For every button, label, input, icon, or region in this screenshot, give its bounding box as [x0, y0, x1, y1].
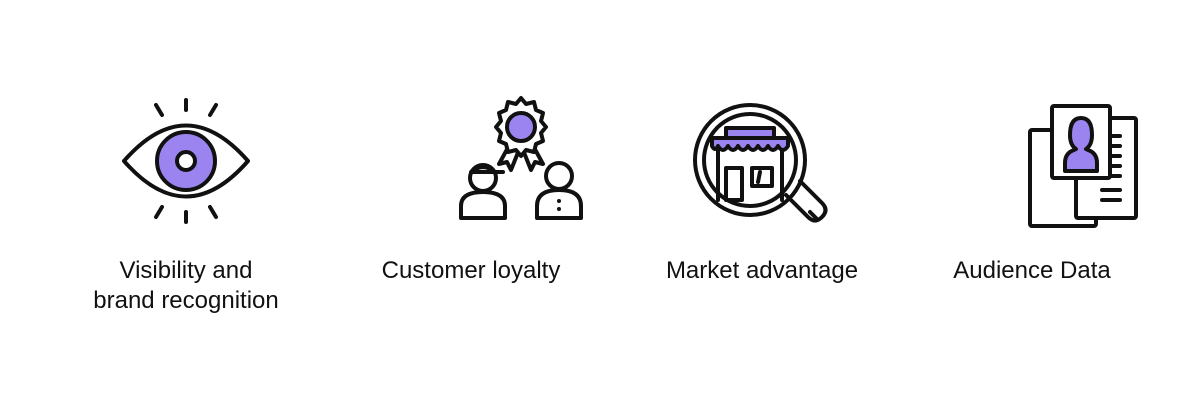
- eye-icon: [122, 98, 250, 224]
- feature-label: Audience Data: [902, 256, 1162, 286]
- customer-loyalty-icon: [459, 96, 583, 220]
- feature-label-line: Market advantage: [665, 257, 859, 284]
- feature-label: Visibility and brand recognition: [56, 256, 316, 316]
- feature-customer-loyalty: Customer loyalty: [341, 0, 601, 412]
- feature-label-line: Audience Data: [953, 257, 1111, 284]
- feature-label-line: Visibility and: [119, 257, 253, 284]
- feature-label: Market advantage: [632, 256, 892, 286]
- feature-visibility: Visibility and brand recognition: [56, 0, 316, 412]
- feature-label-line: Customer loyalty: [381, 257, 561, 284]
- feature-label: Customer loyalty: [341, 256, 601, 286]
- feature-audience-data: Audience Data: [902, 0, 1162, 412]
- feature-market-advantage: Market advantage: [632, 0, 892, 412]
- audience-profile-icon: [1028, 104, 1138, 228]
- store-magnifier-icon: [693, 103, 828, 223]
- feature-label-line: brand recognition: [93, 287, 279, 314]
